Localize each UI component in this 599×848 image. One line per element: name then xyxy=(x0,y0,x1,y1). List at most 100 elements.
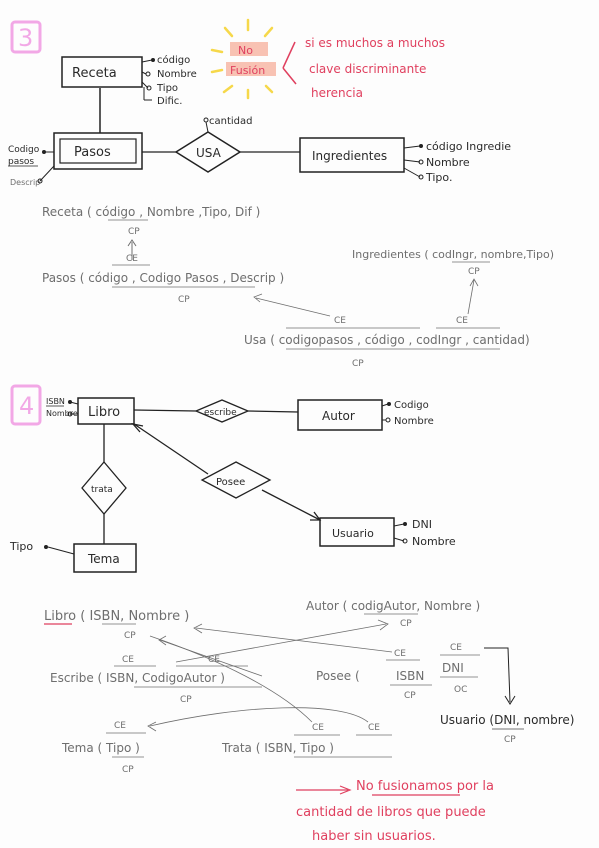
relationship-usa xyxy=(174,131,242,173)
schema-tema-ce: CE xyxy=(114,721,126,731)
ingredientes-attr-1: Nombre xyxy=(426,156,470,169)
entity-autor xyxy=(297,399,383,431)
pasos-attributes: Codigo pasos Descrip xyxy=(8,145,55,187)
schema-usuario: Usuario (DNI, nombre) xyxy=(440,713,574,727)
entity-tema xyxy=(73,543,137,573)
autor-attr-0: Codigo xyxy=(394,400,429,411)
schema-pasos: Pasos ( código , Codigo Pasos , Descrip … xyxy=(42,271,284,285)
schema-posee-ce1: CE xyxy=(394,649,406,659)
usuario-attr-0: DNI xyxy=(412,518,432,531)
relationship-escribe-label: escribe xyxy=(204,408,237,418)
section-4: 4 Libro ISBN Nombre escribe Autor Codigo… xyxy=(9,384,574,844)
footer-note-line-0: No fusionamos por la xyxy=(356,779,494,794)
note-text-1: clave discriminante xyxy=(309,62,426,76)
ingredientes-attr-2: Tipo. xyxy=(425,171,452,184)
note-text-0: si es muchos a muchos xyxy=(305,36,445,50)
schema-posee-isbn: ISBN xyxy=(396,669,424,683)
entity-ingredientes xyxy=(299,137,405,173)
relationship-usa-label: USA xyxy=(196,146,222,160)
note-box-line-0: No xyxy=(238,44,253,57)
entity-tema-label: Tema xyxy=(87,552,120,566)
receta-attributes: código Nombre Tipo Dific. xyxy=(141,54,197,107)
schema-ingredientes-cp: CP xyxy=(468,267,480,277)
footer-note: No fusionamos por la cantidad de libros … xyxy=(296,779,494,844)
schema-receta-cp: CP xyxy=(128,227,140,237)
schema-escribe-ce2: CE xyxy=(208,655,220,665)
section-3-number: 3 xyxy=(18,24,33,52)
section-4-number-box xyxy=(10,384,42,426)
relationship-trata-label: trata xyxy=(91,485,113,495)
autor-attr-1: Nombre xyxy=(394,416,434,427)
schema-tema-cp: CP xyxy=(122,765,134,775)
note-box-line-1: Fusión xyxy=(230,64,265,77)
schema-usa-ce2: CE xyxy=(456,316,468,326)
schema-usa: Usa ( codigopasos , código , codIngr , c… xyxy=(244,333,530,347)
schema-pasos-ce: CE xyxy=(126,254,138,264)
schema-posee-dni: DNI xyxy=(442,661,464,675)
schema-trata-ce1: CE xyxy=(312,723,324,733)
schema-usuario-cp: CP xyxy=(504,735,516,745)
usuario-attr-1: Nombre xyxy=(412,535,456,548)
receta-attr-0: código xyxy=(157,54,190,66)
schema-escribe: Escribe ( ISBN, CodigoAutor ) xyxy=(50,671,225,685)
section-4-number: 4 xyxy=(19,392,34,420)
entity-autor-label: Autor xyxy=(322,409,355,423)
libro-attr-1: Nombre xyxy=(46,409,78,418)
entity-pasos-outer xyxy=(53,132,143,170)
schema-libro-cp: CP xyxy=(124,631,136,641)
ingredientes-attr-0: código Ingredie xyxy=(426,140,511,153)
schema-tema: Tema ( Tipo ) xyxy=(61,741,140,755)
schema-trata: Trata ( ISBN, Tipo ) xyxy=(221,741,334,755)
entity-receta-label: Receta xyxy=(72,66,117,81)
section-3-schema: Receta ( código , Nombre ,Tipo, Dif ) CP… xyxy=(42,205,554,369)
schema-escribe-cp: CP xyxy=(180,695,192,705)
entity-libro xyxy=(77,397,135,425)
receta-attr-1: Nombre xyxy=(157,69,197,80)
relationship-posee-label: Posee xyxy=(216,477,245,488)
note-text-2: herencia xyxy=(311,86,363,100)
schema-posee-cp: CP xyxy=(404,691,416,701)
schema-libro: Libro ( ISBN, Nombre ) xyxy=(44,609,189,624)
schema-posee-oc: OC xyxy=(454,685,467,695)
schema-trata-ce2: CE xyxy=(368,723,380,733)
pasos-attr-2: Descrip xyxy=(10,178,40,187)
pasos-attr-1: pasos xyxy=(8,157,34,167)
ingredientes-attributes: código Ingredie Nombre Tipo. xyxy=(403,140,511,184)
libro-attributes: ISBN Nombre xyxy=(46,397,79,418)
section-3: 3 Receta código Nombre Tipo Dific. xyxy=(8,18,554,369)
schema-usa-ce1: CE xyxy=(334,316,346,326)
tema-attributes: Tipo xyxy=(9,540,75,555)
entity-pasos-label: Pasos xyxy=(74,145,111,160)
relationship-escribe xyxy=(194,399,250,423)
schema-escribe-ce1: CE xyxy=(122,655,134,665)
schema-autor: Autor ( codigAutor, Nombre ) xyxy=(306,599,480,613)
entity-usuario xyxy=(319,517,395,547)
relationship-posee xyxy=(200,461,272,499)
schema-usa-cp: CP xyxy=(352,359,364,369)
pasos-attr-0: Codigo xyxy=(8,145,40,155)
entity-usuario-label: Usuario xyxy=(332,527,374,540)
entity-ingredientes-label: Ingredientes xyxy=(312,149,387,163)
section-3-number-box xyxy=(10,20,42,54)
footer-note-line-2: haber sin usuarios. xyxy=(312,829,436,844)
receta-attr-3: Dific. xyxy=(157,96,182,107)
entity-pasos xyxy=(59,138,137,164)
no-fusion-note: No Fusión si es muchos a muchos clave di… xyxy=(210,18,445,100)
schema-autor-cp: CP xyxy=(400,619,412,629)
autor-attributes: Codigo Nombre xyxy=(381,400,434,427)
sun-rays-icon xyxy=(210,18,274,100)
schema-receta: Receta ( código , Nombre ,Tipo, Dif ) xyxy=(42,205,260,219)
receta-attr-2: Tipo xyxy=(156,83,178,94)
footer-note-line-1: cantidad de libros que puede xyxy=(296,805,486,820)
entity-libro-label: Libro xyxy=(88,405,120,420)
usuario-attributes: DNI Nombre xyxy=(393,518,456,548)
schema-pasos-cp: CP xyxy=(178,295,190,305)
section-4-schema: Libro ( ISBN, Nombre ) CP Autor ( codigA… xyxy=(44,599,574,775)
schema-ingredientes: Ingredientes ( codIngr, nombre,Tipo) xyxy=(352,248,554,261)
schema-posee-ce2: CE xyxy=(450,643,462,653)
schema-posee-label: Posee ( xyxy=(316,669,360,683)
tema-attr-0: Tipo xyxy=(9,540,33,553)
usa-attr-cantidad: cantidad xyxy=(209,116,253,127)
